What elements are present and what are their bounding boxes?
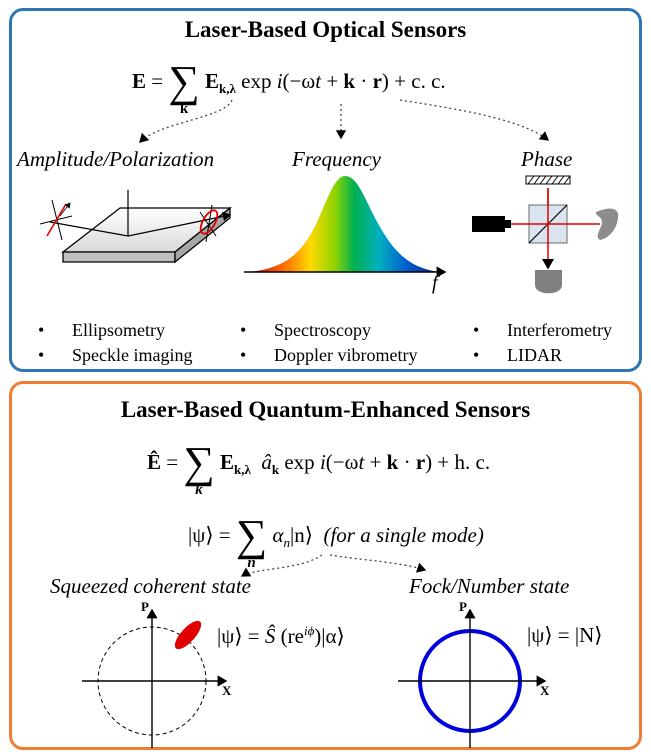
bullet-spectroscopy: •Spectroscopy	[240, 320, 371, 340]
quantum-sensors-title: Laser-Based Quantum-Enhanced Sensors	[120, 397, 531, 422]
fock-phase-space	[398, 608, 547, 748]
caption-squeezed: Squeezed coherent state	[50, 574, 251, 598]
quantum-sensors-panel	[9, 381, 642, 750]
classical-field-equation: E = ∑k Ek,λ exp i(−ωt + k · r) + c. c.	[132, 57, 446, 117]
caption-frequency: Frequency	[292, 147, 382, 171]
bullet-speckle-imaging: •Speckle imaging	[38, 345, 193, 365]
arrow-to-squeezed	[240, 554, 323, 577]
optical-sensors-title: Laser-Based Optical Sensors	[184, 17, 467, 42]
quantum-field-equation: Ê = ∑k Ek,λ âk exp i(−ωt + k · r) + h. c…	[147, 438, 491, 498]
state-expansion-equation: |ψ⟩ = ∑n αn|n⟩ (for a single mode)	[188, 511, 484, 571]
squeezed-x-label: X	[222, 683, 232, 698]
squeezed-state-equation: |ψ⟩ = Ŝ (reiϕ)|α⟩	[217, 623, 345, 648]
optical-sensors-panel	[9, 8, 642, 372]
squeezed-p-label: P	[141, 599, 149, 614]
fock-p-label: P	[459, 599, 467, 614]
arrow-to-phase	[399, 99, 550, 141]
frequency-axis-label: f	[432, 272, 438, 294]
squeezed-phase-space	[82, 608, 228, 748]
squeezed-ellipse	[174, 620, 202, 650]
caption-fock: Fock/Number state	[409, 574, 570, 598]
arrow-to-amplitude	[139, 99, 233, 143]
bullet-interferometry: •Interferometry	[473, 320, 612, 340]
bullet-lidar: •LIDAR	[473, 345, 562, 365]
fock-state-equation: |ψ⟩ = |N⟩	[527, 623, 603, 647]
caption-amplitude: Amplitude/Polarization	[17, 147, 215, 171]
fock-x-label: X	[540, 683, 550, 698]
caption-phase: Phase	[521, 147, 573, 171]
bullet-doppler-vibrometry: •Doppler vibrometry	[240, 345, 418, 365]
bullet-ellipsometry: •Ellipsometry	[38, 320, 165, 340]
